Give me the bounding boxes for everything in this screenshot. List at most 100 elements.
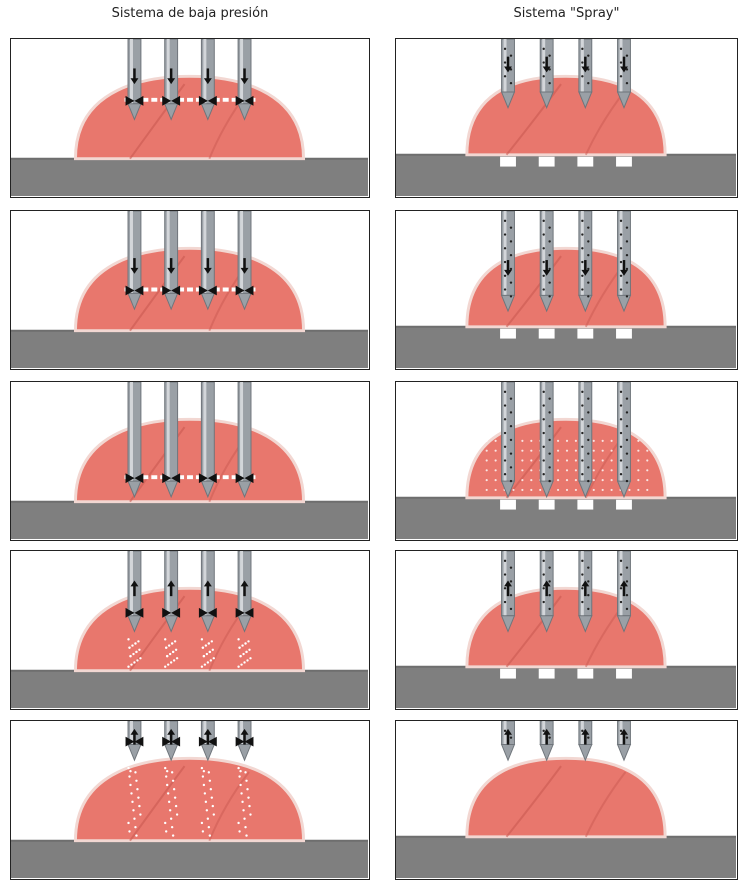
marinade-dot [169, 809, 171, 811]
needle-shaft [165, 211, 178, 293]
marinade-dot [136, 659, 138, 661]
needle-shaft [502, 382, 515, 481]
spray-hole [504, 601, 506, 603]
spray-hole [587, 254, 589, 256]
marinade-dot [129, 770, 131, 772]
needle [540, 382, 553, 497]
needle [579, 211, 592, 311]
spray-hole [504, 391, 506, 393]
spray-hole [620, 404, 622, 406]
marinade-dot [170, 818, 172, 820]
spray-hole [620, 275, 622, 277]
needle-shine [130, 211, 133, 293]
panel-low-pressure-step-4 [10, 550, 370, 710]
marinade-dot [646, 450, 648, 452]
needle-shaft [165, 382, 178, 481]
spray-hole [587, 281, 589, 283]
marinade-dot [245, 651, 247, 653]
marinade-dot [202, 646, 204, 648]
spray-hole [504, 418, 506, 420]
marinade-dot [127, 767, 129, 769]
marinade-dot [602, 440, 604, 442]
marinade-dot [593, 450, 595, 452]
spray-hole [543, 391, 545, 393]
needle [579, 551, 592, 631]
table-slot [539, 669, 555, 679]
needle-shaft [238, 211, 251, 293]
needle [236, 211, 254, 309]
table-surface [396, 327, 736, 368]
marinade-dot [539, 489, 541, 491]
needle-shaft [201, 382, 214, 481]
marinade-dot [175, 805, 177, 807]
marinade-dot [212, 805, 214, 807]
marinade-dot [530, 479, 532, 481]
needle [540, 721, 553, 760]
marinade-dot [237, 822, 239, 824]
needle [162, 721, 180, 760]
marinade-dot [136, 788, 138, 790]
spray-hole [510, 227, 512, 229]
panel-low-pressure-step-3 [10, 381, 370, 541]
marinade-dot [138, 805, 140, 807]
needle-tip [502, 745, 515, 761]
spray-hole [543, 404, 545, 406]
marinade-dot [128, 775, 130, 777]
spray-hole [504, 247, 506, 249]
marinade-dot [138, 649, 140, 651]
marinade-dot [646, 479, 648, 481]
spray-hole [548, 82, 550, 84]
marinade-dot [211, 796, 213, 798]
spray-hole [504, 261, 506, 263]
marinade-dot [164, 767, 166, 769]
marinade-dot [637, 440, 639, 442]
marinade-dot [593, 479, 595, 481]
spray-hole [587, 398, 589, 400]
column-title-low-pressure: Sistema de baja presión [10, 6, 370, 21]
marinade-dot [611, 440, 613, 442]
spray-hole [581, 48, 583, 50]
spray-hole [587, 295, 589, 297]
needle [502, 211, 515, 311]
marinade-dot [593, 469, 595, 471]
needle-shaft [238, 382, 251, 481]
marinade-dot [602, 459, 604, 461]
column-title-spray: Sistema "Spray" [395, 6, 738, 21]
marinade-dot [486, 459, 488, 461]
spray-hole [620, 48, 622, 50]
table-slot [616, 500, 632, 510]
spray-hole [620, 601, 622, 603]
spray-hole [620, 233, 622, 235]
marinade-dot [602, 469, 604, 471]
spray-hole [543, 473, 545, 475]
marinade-dot [243, 661, 245, 663]
spray-hole [620, 573, 622, 575]
needle-shaft [128, 211, 141, 293]
spray-hole [581, 247, 583, 249]
panel-low-pressure-step-5 [10, 720, 370, 880]
spray-hole [510, 82, 512, 84]
marinade-dot [575, 469, 577, 471]
table-surface [11, 502, 368, 539]
marinade-dot [133, 661, 135, 663]
marinade-dot [521, 489, 523, 491]
spray-hole [620, 446, 622, 448]
needle [540, 39, 553, 108]
marinade-dot [172, 651, 174, 653]
spray-hole [581, 587, 583, 589]
marinade-dot [246, 788, 248, 790]
meat-piece [75, 419, 303, 501]
spray-hole [504, 404, 506, 406]
meat-piece [467, 76, 665, 155]
marinade-dot [593, 440, 595, 442]
spray-hole [548, 580, 550, 582]
needle [579, 382, 592, 497]
marinade-dot [212, 649, 214, 651]
needle-shine [240, 39, 243, 104]
panel-low-pressure-step-2 [10, 210, 370, 370]
marinade-dot [129, 784, 131, 786]
marinade-dot [202, 775, 204, 777]
spray-hole [587, 82, 589, 84]
marinade-dot [169, 653, 171, 655]
marinade-dot [486, 489, 488, 491]
